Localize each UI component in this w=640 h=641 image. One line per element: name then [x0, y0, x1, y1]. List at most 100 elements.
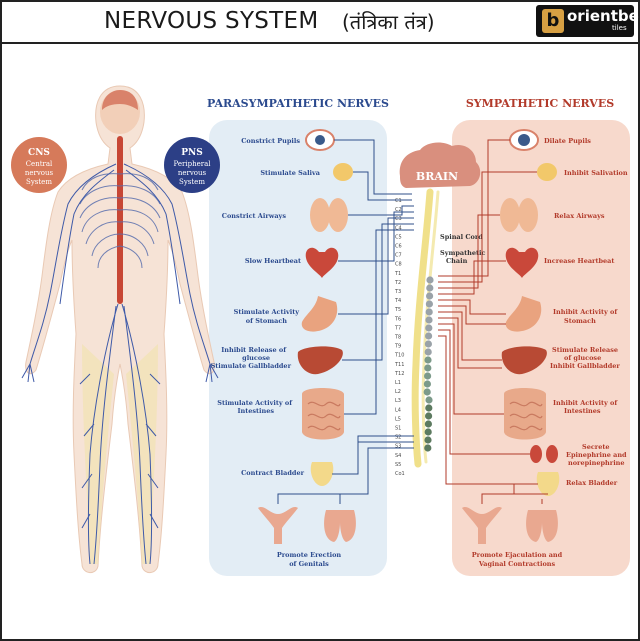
sympathetic-ganglion [425, 316, 433, 324]
symp-label-genitals-2: Vaginal Contractions [478, 560, 556, 568]
sympathetic-items: Dilate Pupils Inhibit Salivation Relax A… [462, 129, 628, 568]
pns-badge-line3: System [179, 178, 205, 186]
vertebra-label-t11: T11 [394, 362, 404, 368]
vertebra-label-t6: T6 [394, 316, 401, 322]
para-lungs-left-icon [310, 198, 330, 232]
symp-label-saliva: Inhibit Salivation [564, 169, 628, 177]
vertebra-label-s2: S2 [395, 435, 401, 441]
para-label-airways: Constrict Airways [222, 212, 287, 220]
brain-shape [102, 90, 138, 110]
vertebra-label-t12: T12 [394, 371, 404, 377]
symp-label-adrenal-2: Epinephrine and [566, 451, 627, 459]
para-male-reproductive-icon [324, 510, 356, 542]
sympathetic-connectors [438, 139, 548, 504]
symp-label-liver-3: Inhibit Gallbladder [550, 362, 620, 370]
vertebra-label-c5: C5 [395, 234, 402, 240]
symp-label-airways: Relax Airways [554, 212, 605, 220]
center-brain-icon [399, 142, 481, 188]
sympathetic-ganglion [424, 444, 432, 452]
vertebra-label-t8: T8 [394, 335, 401, 341]
para-label-intestines-2: Intestines [237, 407, 274, 415]
para-label-intestines-1: Stimulate Activity of [217, 399, 293, 407]
symp-label-adrenal-1: Secrete [582, 443, 610, 451]
header-bar: NERVOUS SYSTEM (तंत्रिका तंत्र) b orient… [2, 2, 640, 44]
symp-adrenal-left-icon [530, 445, 542, 463]
vertebra-label-t10: T10 [394, 353, 404, 359]
symp-heart-icon [505, 247, 539, 278]
symp-saliva-icon [537, 163, 557, 181]
para-label-genitals-1: Promote Erection [277, 551, 342, 559]
para-intestines-icon [302, 388, 344, 440]
pns-badge: PNS Peripheral nervous System [164, 137, 220, 193]
vertebra-label-c4: C4 [395, 225, 402, 231]
rib-nerves [79, 173, 161, 269]
page-title: NERVOUS SYSTEM [104, 8, 319, 34]
para-heart-icon [305, 247, 339, 278]
sympathetic-ganglion [426, 292, 434, 300]
vertebra-label-l3: L3 [395, 398, 401, 404]
brand-logo: b orientbell tiles [536, 5, 640, 37]
brain-label: BRAIN [416, 170, 458, 183]
sympathetic-chain [423, 276, 434, 452]
para-female-reproductive-icon [258, 507, 298, 544]
symp-label-heart: Increase Heartbeat [544, 257, 614, 265]
symp-label-liver-1: Stimulate Release [552, 346, 618, 354]
para-liver-icon [297, 346, 343, 375]
symp-eye-iris [518, 134, 530, 146]
symp-label-pupils: Dilate Pupils [544, 137, 591, 145]
sympathetic-ganglion [423, 380, 431, 388]
vertebra-label-l5: L5 [395, 416, 401, 422]
spinal-cord-inner [421, 190, 440, 464]
right-leg-shade [126, 344, 158, 564]
para-label-stomach-1: Stimulate Activity [234, 308, 300, 316]
symp-lungs-right-icon [518, 198, 538, 232]
sympathetic-ganglion [424, 356, 432, 364]
para-label-liver-2: glucose [242, 354, 270, 362]
vertebra-label-s5: S5 [395, 462, 401, 468]
human-body-figure [21, 85, 219, 573]
spinal-cord-line [411, 188, 434, 468]
sympathetic-ganglion [425, 412, 433, 420]
vertebra-label-c1: C1 [395, 198, 402, 204]
limb-nerves [21, 163, 219, 565]
cns-badge: CNS Central nervous System [11, 137, 67, 193]
cns-badge-abbr: CNS [28, 148, 50, 158]
parasympathetic-panel [209, 120, 387, 576]
para-bladder-icon [310, 462, 334, 486]
pns-badge-line2: nervous [178, 169, 207, 177]
sympathetic-ganglion [424, 364, 432, 372]
sympathetic-ganglion [425, 396, 433, 404]
pns-badge-line1: Peripheral [173, 160, 211, 168]
sympathetic-chain-label-1: Sympathetic [440, 249, 485, 257]
sympathetic-ganglion [424, 436, 432, 444]
vertebra-label-c8: C8 [395, 262, 402, 268]
symp-male-reproductive-icon [526, 510, 558, 542]
para-saliva-icon [333, 163, 353, 181]
sympathetic-ganglion [424, 372, 432, 380]
symp-label-liver-2: of glucose [564, 354, 601, 362]
para-stomach-icon [301, 296, 338, 332]
vertebra-label-c7: C7 [395, 253, 402, 259]
cns-badge-line2: nervous [25, 169, 54, 177]
symp-label-bladder: Relax Bladder [566, 479, 618, 487]
symp-adrenal-right-icon [546, 445, 558, 463]
para-label-saliva: Stimulate Saliva [260, 169, 320, 177]
symp-label-stomach-1: Inhibit Activity of [553, 308, 618, 316]
symp-stomach-icon [505, 296, 542, 332]
para-label-liver-3: Stimulate Gallbladder [211, 362, 292, 370]
vertebra-labels: C1C2C3C4C5C6C7C8T1T2T3T4T5T6T7T8T9T10T11… [394, 198, 405, 477]
vertebra-label-t5: T5 [394, 307, 401, 313]
brand-logo-subtext: tiles [612, 24, 627, 32]
pns-badge-abbr: PNS [181, 148, 203, 158]
parasympathetic-title: PARASYMPATHETIC NERVES [207, 97, 389, 110]
parasympathetic-items: Constrict Pupils Stimulate Saliva Constr… [211, 129, 356, 568]
para-eye-iris [315, 135, 325, 145]
sympathetic-ganglion [426, 284, 434, 292]
symp-intestines-folds [509, 401, 543, 431]
para-label-pupils: Constrict Pupils [241, 137, 300, 145]
vertebra-label-t4: T4 [394, 298, 401, 304]
symp-label-adrenal-3: norepinephrine [568, 459, 625, 467]
pns-badge-circle [164, 137, 220, 193]
cns-badge-circle [11, 137, 67, 193]
